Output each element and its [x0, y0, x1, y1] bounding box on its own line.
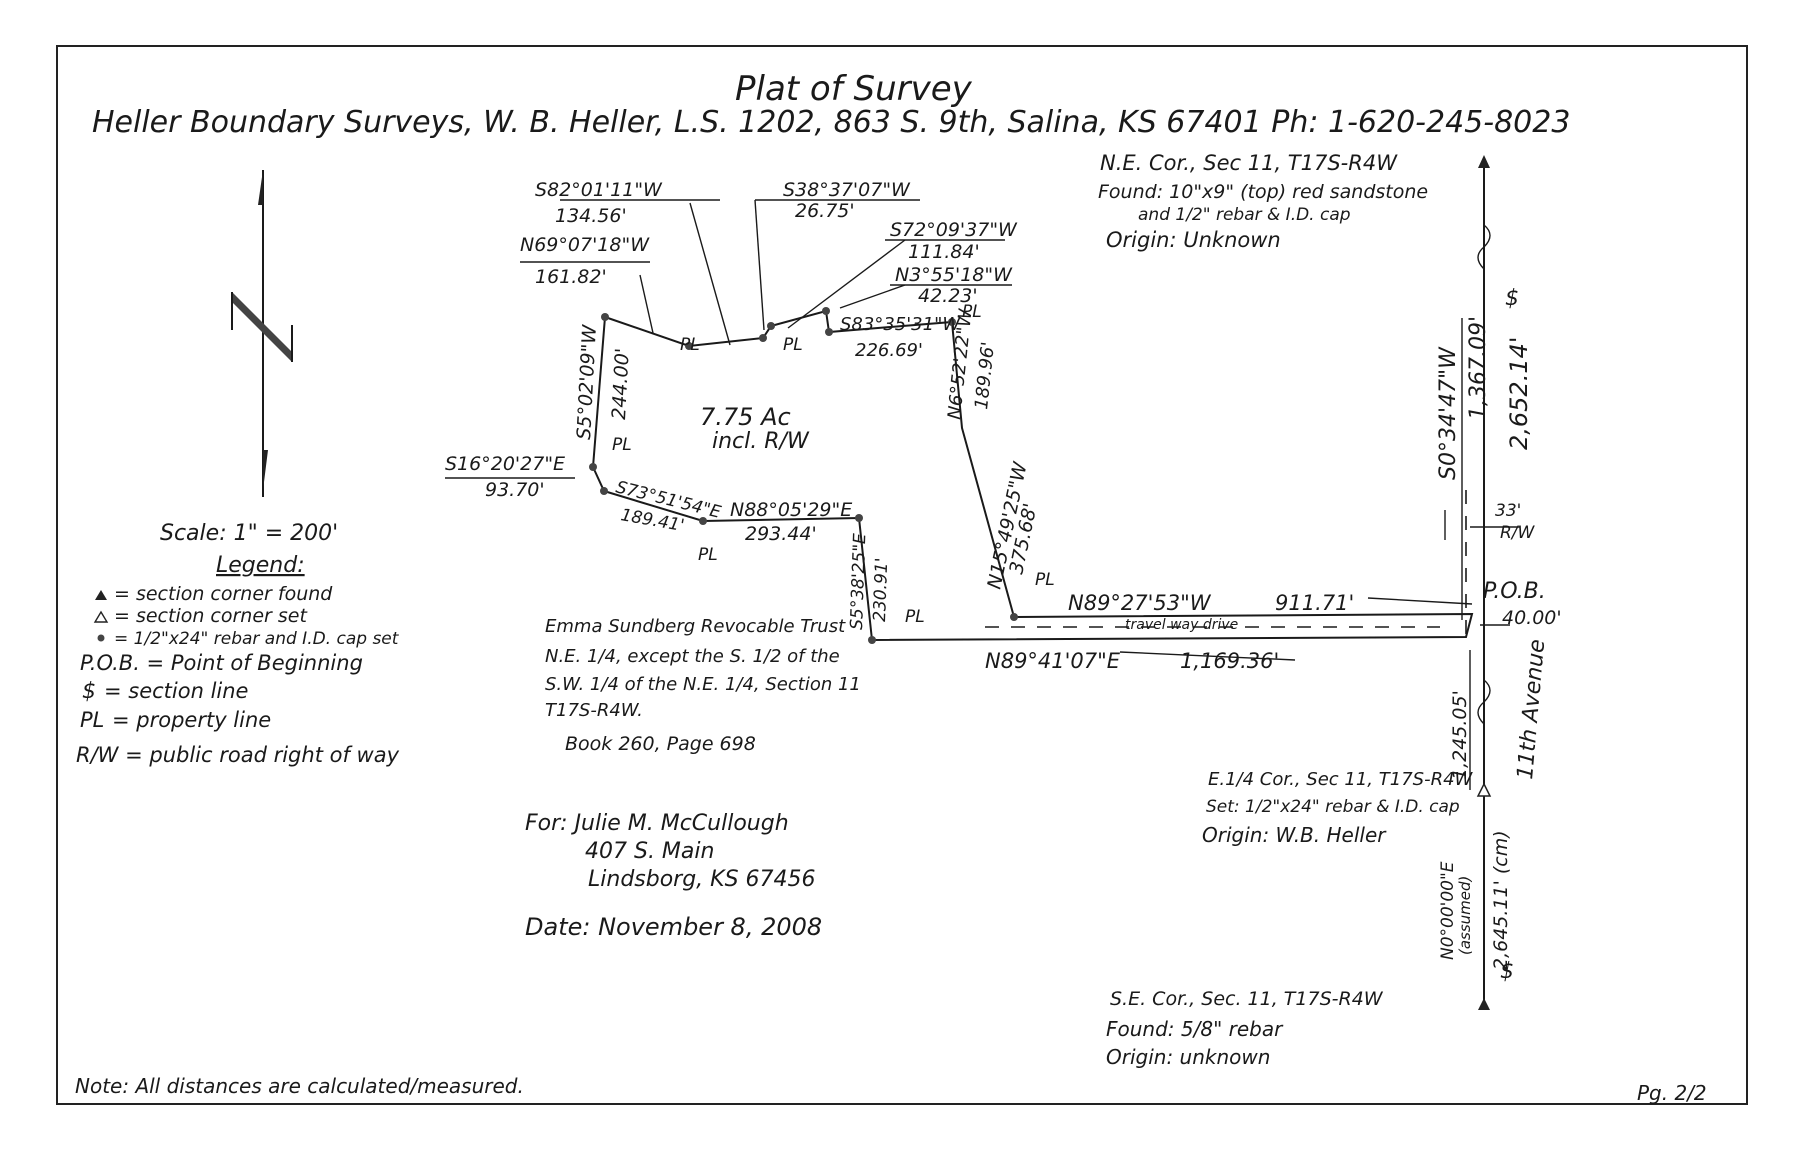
e-quarter-corner-set-icon	[1476, 782, 1492, 797]
area-note: incl. R/W	[712, 429, 810, 454]
rw-label: R/W	[1500, 523, 1536, 543]
pob-label: P.O.B.	[1483, 579, 1546, 604]
legend-set: = section corner set	[114, 605, 308, 627]
se-corner-found-icon	[1478, 998, 1490, 1010]
rebar-points	[589, 307, 1018, 644]
se-corner-line1: S.E. Cor., Sec. 11, T17S-R4W	[1110, 988, 1384, 1010]
call-6-distance: 226.69'	[855, 340, 923, 361]
ne-corner-line3: and 1/2" rebar & I.D. cap	[1138, 205, 1351, 225]
call-9-distance: 93.70'	[485, 479, 545, 501]
plat-title: Plat of Survey	[735, 69, 973, 109]
call-12-bearing: S5°38'25"E	[847, 533, 870, 631]
legend-rw: R/W = public road right of way	[76, 743, 400, 767]
call-9-bearing: S16°20'27"E	[445, 453, 565, 475]
legend-sl: = section line	[104, 679, 248, 703]
client-line3: Lindsborg, KS 67456	[588, 867, 816, 892]
distance-note: Note: All distances are calculated/measu…	[75, 1074, 524, 1098]
north-arrow-icon	[231, 170, 293, 497]
e-quarter-line1: E.1/4 Cor., Sec 11, T17S-R4W	[1208, 769, 1474, 790]
rw-distance: 33'	[1495, 501, 1521, 521]
call-1-distance: 134.56'	[555, 205, 627, 227]
travel-way-label: travel way drive	[1125, 617, 1238, 633]
call-15-distance: 1,169.36'	[1180, 649, 1279, 673]
east-distance-1: 1,367.09'	[1466, 316, 1491, 420]
call-5-distance: 42.23'	[918, 285, 978, 307]
pob-distance: 40.00'	[1502, 607, 1562, 629]
east-bearing-1: S0°34'47"W	[1436, 346, 1461, 480]
section-line-icon: $	[82, 679, 96, 704]
pl-label-1: PL	[680, 335, 700, 355]
ne-corner-line4: Origin: Unknown	[1106, 228, 1281, 252]
owner-book-page: Book 260, Page 698	[565, 733, 756, 755]
legend-rebar: = 1/2"x24" rebar and I.D. cap set	[114, 629, 400, 649]
pl-label-7: PL	[1035, 570, 1055, 590]
owner-line2: N.E. 1/4, except the S. 1/2 of the	[545, 646, 840, 667]
pl-label-3: PL	[962, 302, 982, 322]
se-corner-line2: Found: 5/8" rebar	[1106, 1017, 1284, 1041]
call-1-bearing: S82°01'11"W	[535, 179, 663, 201]
assumed-note: (assumed)	[1456, 876, 1474, 955]
section-line-symbol-south: $	[1500, 959, 1514, 984]
pl-label-2: PL	[783, 335, 803, 355]
legend-found: = section corner found	[114, 583, 333, 605]
property-line-icon: PL	[80, 708, 104, 732]
pl-label-5: PL	[698, 545, 718, 565]
e-quarter-line2: Set: 1/2"x24" rebar & I.D. cap	[1206, 797, 1460, 817]
call-2-distance: 26.75'	[795, 200, 855, 222]
ne-corner-line2: Found: 10"x9" (top) red sandstone	[1098, 181, 1428, 203]
rebar-set-icon	[97, 634, 105, 642]
section-corner-set-icon	[93, 610, 109, 623]
east-distance-2: 1,245.05'	[1449, 690, 1471, 780]
owner-line4: T17S-R4W.	[545, 700, 643, 721]
east-total-distance: 2,652.14'	[1505, 337, 1533, 450]
call-11-distance: 293.44'	[745, 523, 817, 545]
call-6-bearing: S83°35'31"W	[840, 314, 961, 335]
owner-line3: S.W. 1/4 of the N.E. 1/4, Section 11	[545, 674, 861, 695]
call-4-bearing: S72°09'37"W	[890, 219, 1018, 241]
call-12-distance: 230.91'	[870, 557, 892, 622]
drawing-border	[56, 45, 1748, 1105]
area-acres: 7.75 Ac	[700, 403, 791, 431]
legend-title: Legend:	[216, 553, 305, 578]
leader-lines	[445, 199, 1520, 661]
ne-corner-line1: N.E. Cor., Sec 11, T17S-R4W	[1100, 151, 1398, 175]
client-line1: For: Julie M. McCullough	[525, 811, 789, 836]
pl-label-4: PL	[612, 435, 632, 455]
client-line2: 407 S. Main	[585, 839, 714, 864]
call-11-bearing: N88°05'29"E	[730, 499, 852, 521]
se-corner-line3: Origin: unknown	[1106, 1045, 1270, 1069]
call-14-bearing: N89°27'53"W	[1068, 591, 1212, 615]
surveyor-header: Heller Boundary Surveys, W. B. Heller, L…	[92, 105, 1570, 140]
legend-pob: P.O.B. = Point of Beginning	[80, 651, 363, 675]
e-quarter-line3: Origin: W.B. Heller	[1202, 823, 1387, 847]
call-4-distance: 111.84'	[908, 241, 980, 263]
call-5-bearing: N3°55'18"W	[895, 264, 1013, 286]
ne-corner-found-icon	[1478, 155, 1490, 168]
call-15-bearing: N89°41'07"E	[985, 649, 1121, 673]
call-8-distance: 244.00'	[608, 347, 634, 420]
page-number: Pg. 2/2	[1637, 1081, 1707, 1105]
call-2-bearing: S38°37'07"W	[783, 179, 911, 201]
call-14-distance: 911.71'	[1275, 591, 1354, 615]
pl-label-6: PL	[905, 607, 925, 627]
section-corner-found-icon	[95, 590, 107, 600]
call-3-distance: 161.82'	[535, 266, 607, 288]
scale-text: Scale: 1" = 200'	[160, 521, 338, 546]
legend-pl: = property line	[112, 708, 271, 732]
call-3-bearing: N69°07'18"W	[520, 234, 650, 256]
south-bearing: N0°00'00"E	[1438, 861, 1458, 960]
owner-line1: Emma Sundberg Revocable Trust	[545, 616, 846, 637]
survey-date: Date: November 8, 2008	[525, 913, 822, 941]
section-line-symbol: $	[1505, 286, 1519, 311]
south-half-distance: 2,645.11' (cm)	[1490, 830, 1512, 970]
